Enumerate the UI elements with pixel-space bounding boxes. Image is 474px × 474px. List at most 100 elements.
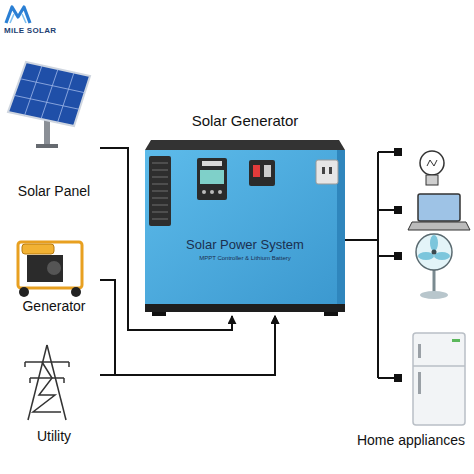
brand-logo [10, 14, 26, 23]
utility-tower-icon [25, 361, 69, 363]
output-bus [378, 151, 396, 153]
fridge-icon [413, 333, 465, 425]
fan-icon [430, 235, 438, 251]
solar-panel-icon [8, 62, 90, 148]
solar-generator-unit [316, 160, 338, 184]
solar-generator-unit [322, 167, 325, 174]
generator-icon [27, 255, 63, 282]
solar-panel-icon [14, 66, 85, 123]
output-bus [377, 152, 379, 378]
output-bus [352, 152, 396, 378]
fridge-icon [413, 333, 465, 425]
connector-line [100, 280, 275, 375]
outlet-square [394, 148, 402, 382]
fan-icon [418, 252, 434, 260]
fan-icon [432, 250, 437, 255]
solar-generator-unit [149, 156, 171, 226]
solar-generator-unit [200, 170, 224, 184]
fridge-icon [452, 339, 460, 342]
utility-tower-icon [63, 378, 65, 383]
solar-generator-unit [152, 183, 168, 185]
solar-panel-icon [14, 95, 79, 109]
solar-generator-unit [152, 197, 168, 199]
solar-generator-unit [152, 204, 168, 206]
fan-icon [433, 270, 436, 293]
fan-icon [416, 234, 452, 270]
laptop-icon [408, 194, 470, 230]
solar-generator-unit [249, 160, 275, 186]
solar-generator-unit [145, 150, 345, 304]
generator-icon [19, 287, 29, 297]
generator-icon [71, 287, 81, 297]
output-bus [378, 255, 396, 257]
solar-generator-unit [202, 190, 206, 194]
output-bus [378, 209, 396, 211]
output-bus [352, 239, 378, 241]
generator-icon [18, 242, 82, 288]
utility-tower-icon [47, 345, 66, 420]
node-title: Home appliances [357, 432, 465, 448]
bulb-icon [420, 151, 444, 185]
solar-generator-unit [152, 218, 168, 220]
solar-generator-unit [152, 312, 166, 316]
solar-generator-unit [145, 304, 345, 312]
solar-generator-unit [329, 167, 332, 174]
output-bus [378, 377, 396, 379]
solar-panel-icon [20, 79, 85, 93]
solar-generator-unit [152, 163, 168, 219]
fridge-icon [413, 365, 465, 367]
bulb-icon [426, 175, 438, 185]
outlet-square [394, 206, 402, 214]
solar-panel-icon [8, 62, 90, 126]
solar-generator-unit [152, 162, 168, 164]
generator-icon [47, 261, 61, 275]
outlet-square [394, 148, 402, 156]
solar-generator-unit [253, 165, 260, 177]
node-title: Solar Generator [192, 112, 299, 129]
utility-tower-icon [24, 362, 26, 367]
utility-tower-icon [30, 377, 64, 379]
brand-logo [6, 7, 30, 23]
solar-panel-icon [36, 144, 58, 148]
generator-icon [22, 244, 54, 254]
utility-tower-icon [25, 345, 69, 420]
appliance-group: Home appliances [352, 140, 470, 452]
solar-generator-unit [145, 140, 345, 150]
fan-icon [434, 252, 450, 260]
node-text: Solar Power System [186, 238, 304, 253]
solar-panel-icon [41, 69, 58, 119]
node-title: Generator [22, 298, 85, 314]
solar-generator-unit [264, 165, 271, 177]
brand-logo [6, 7, 30, 23]
fan-icon [416, 234, 452, 299]
solar-generator-unit [152, 190, 168, 192]
solar-generator-unit [210, 190, 214, 194]
solar-panel-icon [25, 66, 43, 116]
source-node: Generator [8, 232, 100, 316]
laptop-icon [408, 222, 470, 230]
fan-icon [420, 291, 448, 299]
brand-name: MiLE SOLAR [4, 26, 56, 35]
utility-tower-icon [33, 362, 61, 412]
solar-generator-unit [324, 312, 338, 316]
bulb-icon [427, 160, 437, 166]
fridge-icon [418, 344, 421, 358]
solar-generator-unit [202, 161, 222, 166]
solar-generator-unit [218, 190, 222, 194]
bulb-icon [420, 151, 444, 175]
node-text: MPPT Controller & Lithium Battery [199, 255, 291, 262]
solar-panel-icon [44, 118, 50, 146]
fridge-icon [418, 372, 421, 394]
solar-generator-unit [152, 176, 168, 178]
laptop-icon [418, 194, 460, 221]
solar-generator-box: Solar GeneratorSolar Power SystemMPPT Co… [145, 112, 345, 316]
utility-tower-icon [29, 378, 31, 383]
solar-generator-unit [197, 158, 227, 200]
node-title: Solar Panel [18, 183, 90, 199]
connector-line [345, 239, 352, 241]
source-node: Solar Panel [8, 55, 100, 200]
generator-icon [18, 242, 82, 297]
source-node: Utility [8, 340, 100, 446]
